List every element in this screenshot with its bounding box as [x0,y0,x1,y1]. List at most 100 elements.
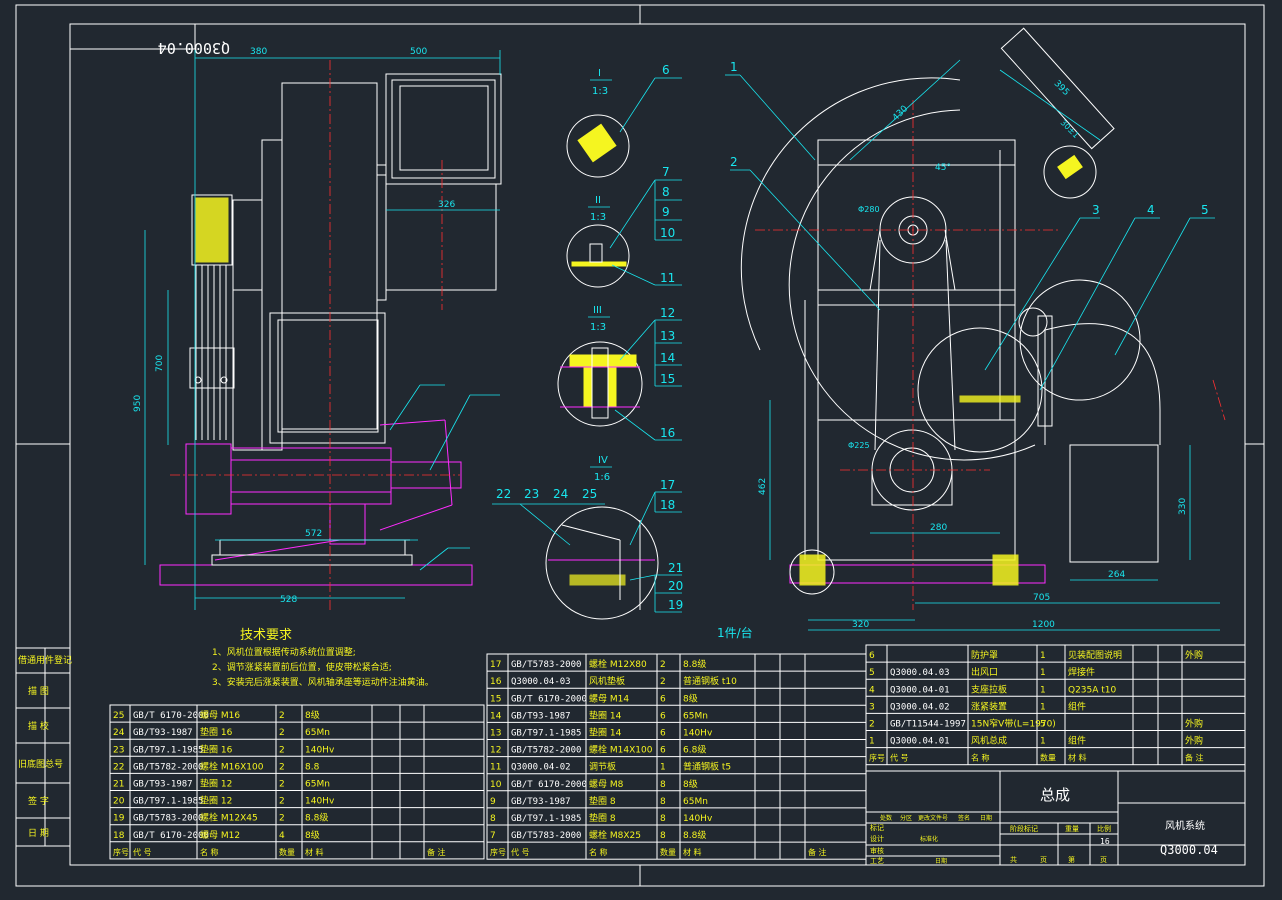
bom-cell-no: 25 [113,711,124,721]
bom-header-name: 名 称 [971,753,990,763]
bom-cell-name: 支座拉板 [971,683,1007,695]
bom-header-name: 名 称 [200,847,219,857]
bom-cell-qty: 2 [660,660,666,670]
bom-cell-mat: Q235A t10 [1068,685,1117,695]
tb-foot-1: 共 [1010,855,1017,864]
bom-cell-qty: 2 [279,797,285,807]
tb-row-3: 审核 [870,846,884,855]
bom-cell-no: 4 [869,685,875,695]
tech-req-item-2: 2、调节涨紧装置前后位置，使皮带松紧合适; [212,661,392,673]
bom-cell-code: Q3000.04.02 [890,702,950,712]
bom-header-no: 序号 [490,847,506,857]
bom-cell-code: GB/T93-1987 [133,728,193,738]
side-view: 430 395 30±1 45° Φ280 462 Φ225 280 330 2… [725,27,1226,631]
balloon-3: 3 [1092,203,1100,217]
bom-cell-qty: 1 [1040,668,1046,678]
bom-cell-no: 9 [490,797,496,807]
bom-cell-name: 调节板 [589,761,616,773]
dim-528: 528 [280,595,297,605]
bom-cell-mat: 65Mn [683,711,708,721]
detail-III-scale: 1:3 [590,322,606,333]
bom-cell-mat: 见装配图说明 [1068,649,1122,661]
bom-cell-name: 螺母 M8 [589,779,624,790]
sheet-total: 16 [1100,837,1110,846]
balloon-22: 22 [496,487,511,501]
bom-cell-mat: 140Hv [683,729,713,739]
bom-cell-mat: 65Mn [305,780,330,790]
bom-cell-qty: 2 [279,762,285,772]
detail-IV-scale: 1:6 [594,472,610,483]
bom-cell-mat: 65Mn [683,797,708,807]
bom-cell-code: Q3000.04-01 [890,685,950,695]
bom-cell-no: 24 [113,728,125,738]
bom-cell-qty: 2 [279,728,285,738]
bom-cell-name: 15N窄V带(L=1970) [971,718,1056,730]
bom-cell-qty: 2 [279,780,285,790]
bom-cell-qty: 1 [1040,702,1046,712]
tech-req-item-1: 1、风机位置根据传动系统位置调整; [212,646,356,658]
balloon-4: 4 [1147,203,1155,217]
tb-row-2: 设计 [870,834,884,843]
tech-req-title: 技术要求 [240,628,292,643]
bom-header-mat: 材 料 [305,847,324,857]
bom-cell-note: 外购 [1185,649,1203,661]
dim-45: 45° [935,163,951,173]
tb-extra-7: 日期 [935,857,947,865]
dim-430: 430 [891,104,910,123]
bom-cell-mat: 65Mn [305,728,330,738]
dim-320: 320 [852,620,869,630]
bom-cell-no: 2 [869,720,875,730]
side-label-2: 描 图 [28,685,49,697]
bom-header-note: 备 注 [427,847,446,857]
bom-cell-qty: 1 [660,763,666,773]
bom-cell-name: 防护罩 [971,649,998,661]
bom-cell-no: 6 [869,651,875,661]
dim-326: 326 [438,200,455,210]
dim-264: 264 [1108,570,1125,580]
bom-header-mat: 材 料 [1068,753,1087,763]
bom-cell-code: GB/T11544-1997 [890,720,966,730]
bom-header-note: 备 注 [808,847,827,857]
dim-1200: 1200 [1032,620,1055,630]
dim-700: 700 [155,355,165,372]
bom-header-mat: 材 料 [683,847,702,857]
bom-cell-mat: 6.8级 [683,744,706,756]
bom-cell-mat: 140Hv [305,797,335,807]
bom-cell-code: GB/T97.1-1985 [133,745,203,755]
bom-cell-mat: 普通钢板 t10 [683,675,737,687]
drawing-number-mirrored: Q3000.04 [158,39,230,57]
bom-cell-name: 垫圈 12 [200,795,232,807]
bom-cell-no: 22 [113,762,124,772]
bom-cell-name: 垫圈 12 [200,778,232,790]
bom-cell-code: GB/T93-1987 [133,780,193,790]
balloon-11: 11 [660,271,675,285]
tech-req-item-3: 3、安装完后涨紧装置、风机轴承座等运动件注油黄油。 [212,676,434,688]
bom-cell-no: 13 [490,729,501,739]
bom-cell-no: 11 [490,763,501,773]
bom-cell-mat: 8级 [305,709,320,721]
front-view: 380 500 326 700 950 572 528 [133,47,502,610]
bom-cell-no: 16 [490,677,502,687]
tb-extra-6: 标准化 [920,835,938,843]
bom-cell-no: 19 [113,814,125,824]
bom-cell-qty: 8 [660,831,666,841]
bom-header-code: 代 号 [511,847,530,857]
bom-cell-mat: 8.8 [305,762,320,772]
balloon-25: 25 [582,487,597,501]
bom-cell-no: 5 [869,668,875,678]
balloon-15: 15 [660,372,675,386]
side-label-3: 描 校 [28,720,49,732]
tb-row-1: 标记 [870,823,884,832]
bom-cell-qty: 2 [279,745,285,755]
bom-cell-code: Q3000.04.03 [890,668,950,678]
bom-cell-name: 螺母 M16 [200,710,240,721]
bom-cell-no: 20 [113,797,125,807]
balloon-13: 13 [660,329,675,343]
tb-extra-2: 分区 [900,814,912,822]
bom-cell-no: 8 [490,814,496,824]
bom-cell-qty: 6 [660,746,666,756]
bom-cell-name: 螺栓 M16X100 [200,760,264,772]
tb-mid-3: 比例 [1097,824,1111,833]
